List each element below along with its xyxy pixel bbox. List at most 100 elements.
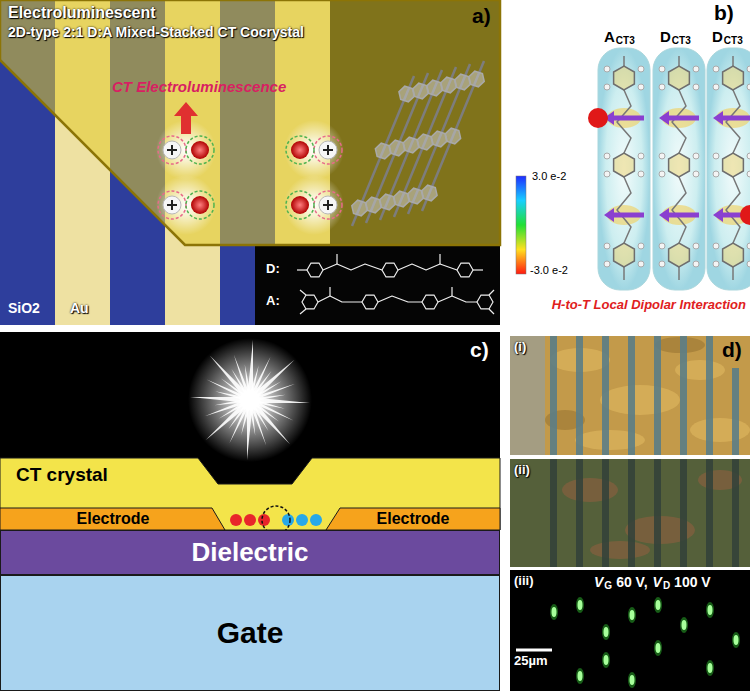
electrode-stripe [628, 459, 635, 567]
emission-spot [708, 663, 713, 673]
emission-spot [630, 675, 635, 685]
electron-dot [230, 514, 242, 526]
electrode-stripe [602, 459, 609, 567]
electron [291, 196, 309, 214]
aromatic-ring [445, 128, 460, 144]
hole-halo [158, 191, 186, 219]
aromatic-ring [380, 194, 395, 210]
subscript: CT3 [672, 35, 691, 47]
emission-spot-glow [602, 624, 610, 640]
hydrogen-atom [659, 84, 665, 90]
layer-label: Electrode [377, 510, 450, 528]
emission-spot-glow [654, 640, 662, 656]
emission-image [510, 570, 750, 691]
crystal-plate [0, 0, 500, 245]
hole [163, 141, 181, 159]
aromatic-ring [614, 66, 635, 90]
aromatic-ring [723, 243, 744, 267]
emission-spot [578, 600, 583, 610]
aromatic-ring [455, 74, 470, 90]
crystal-domain [590, 541, 650, 559]
molecule-bond [726, 90, 740, 153]
emission-spot-glow [732, 632, 740, 648]
aromatic-ring [614, 153, 635, 177]
layer-shape [0, 458, 500, 530]
formula-bond [300, 290, 306, 295]
emission-spot-glow [602, 652, 610, 668]
hydrogen-atom [659, 171, 665, 177]
layer-label: Gate [217, 616, 284, 651]
dielectric-layer: Dielectric [0, 530, 500, 575]
aromatic-ring [394, 191, 409, 207]
hydrogen-atom [713, 243, 719, 249]
emission-spot-glow [628, 607, 636, 623]
molecule-bond [678, 56, 680, 66]
crystal-domain [690, 418, 750, 442]
hole-dot [282, 514, 294, 526]
emission-spot-glow [706, 602, 714, 618]
hole-dot [296, 514, 308, 526]
aromatic-ring [723, 66, 744, 90]
subtitle-text: 2D-type 2:1 D:A Mixed-Stacked CT Cocryst… [8, 24, 304, 40]
emission-glow [156, 175, 216, 235]
emission-glow [284, 175, 344, 235]
formula-bond [336, 254, 337, 264]
optical-image [510, 459, 750, 567]
subscript: CT3 [724, 35, 743, 47]
electrode-stripe [628, 336, 635, 455]
electron-halo [186, 191, 214, 219]
scale-bar [516, 649, 552, 652]
formula-bond [439, 254, 440, 264]
hydrogen-atom [604, 153, 610, 159]
panel-b-illustration [508, 0, 750, 325]
electrode-stripe [706, 336, 713, 455]
electrode-stripe [602, 336, 609, 455]
plus-sign [171, 145, 173, 155]
subscript: G [604, 580, 612, 592]
bare-substrate [510, 336, 545, 455]
formula-bond [323, 264, 382, 270]
emission-spot-glow [680, 617, 688, 633]
hydrogen-atom [693, 84, 699, 90]
hole-dot [310, 514, 322, 526]
hydrogen-atom [713, 261, 719, 267]
hydrogen-atom [659, 153, 665, 159]
material-label: Au [70, 300, 89, 316]
dipole-arrow [659, 208, 699, 222]
molecule-backbone [408, 64, 470, 214]
formula-bond [489, 290, 494, 295]
hydrogen-atom [747, 261, 750, 267]
hydrogen-atom [693, 261, 699, 267]
hydrogen-atom [747, 84, 750, 90]
hydrogen-atom [747, 66, 750, 72]
potential-surface [653, 48, 705, 290]
aromatic-ring [723, 153, 744, 177]
hole-halo [314, 136, 342, 164]
subscript: D [663, 580, 670, 592]
aromatic-ring [431, 131, 446, 147]
emission-core [240, 390, 260, 410]
hydrogen-atom [638, 66, 644, 72]
molecule-label: D [660, 28, 671, 45]
molecule-label: A [604, 28, 615, 45]
aromatic-ring [413, 83, 428, 99]
hydrogen-atom [638, 153, 644, 159]
image-label: (ii) [514, 463, 530, 478]
substrate [0, 0, 500, 325]
emission-spot [734, 635, 739, 645]
electrode-stripe [576, 459, 583, 567]
formula-bond [489, 309, 494, 314]
aromatic-ring [614, 243, 635, 267]
process-label: CT Electroluminescence [112, 78, 286, 95]
hydrogen-atom [659, 243, 665, 249]
molecule-bond [726, 177, 740, 243]
gate-layer: Gate [0, 575, 500, 691]
material-label: SiO2 [8, 300, 40, 316]
hydrogen-atom [713, 153, 719, 159]
emission-spot-glow [706, 660, 714, 676]
hole [319, 196, 337, 214]
panel-c-illustration [0, 332, 500, 691]
electrode: Electrode [0, 508, 226, 530]
panel-letter: c) [470, 338, 489, 362]
hydrogen-atom [713, 66, 719, 72]
